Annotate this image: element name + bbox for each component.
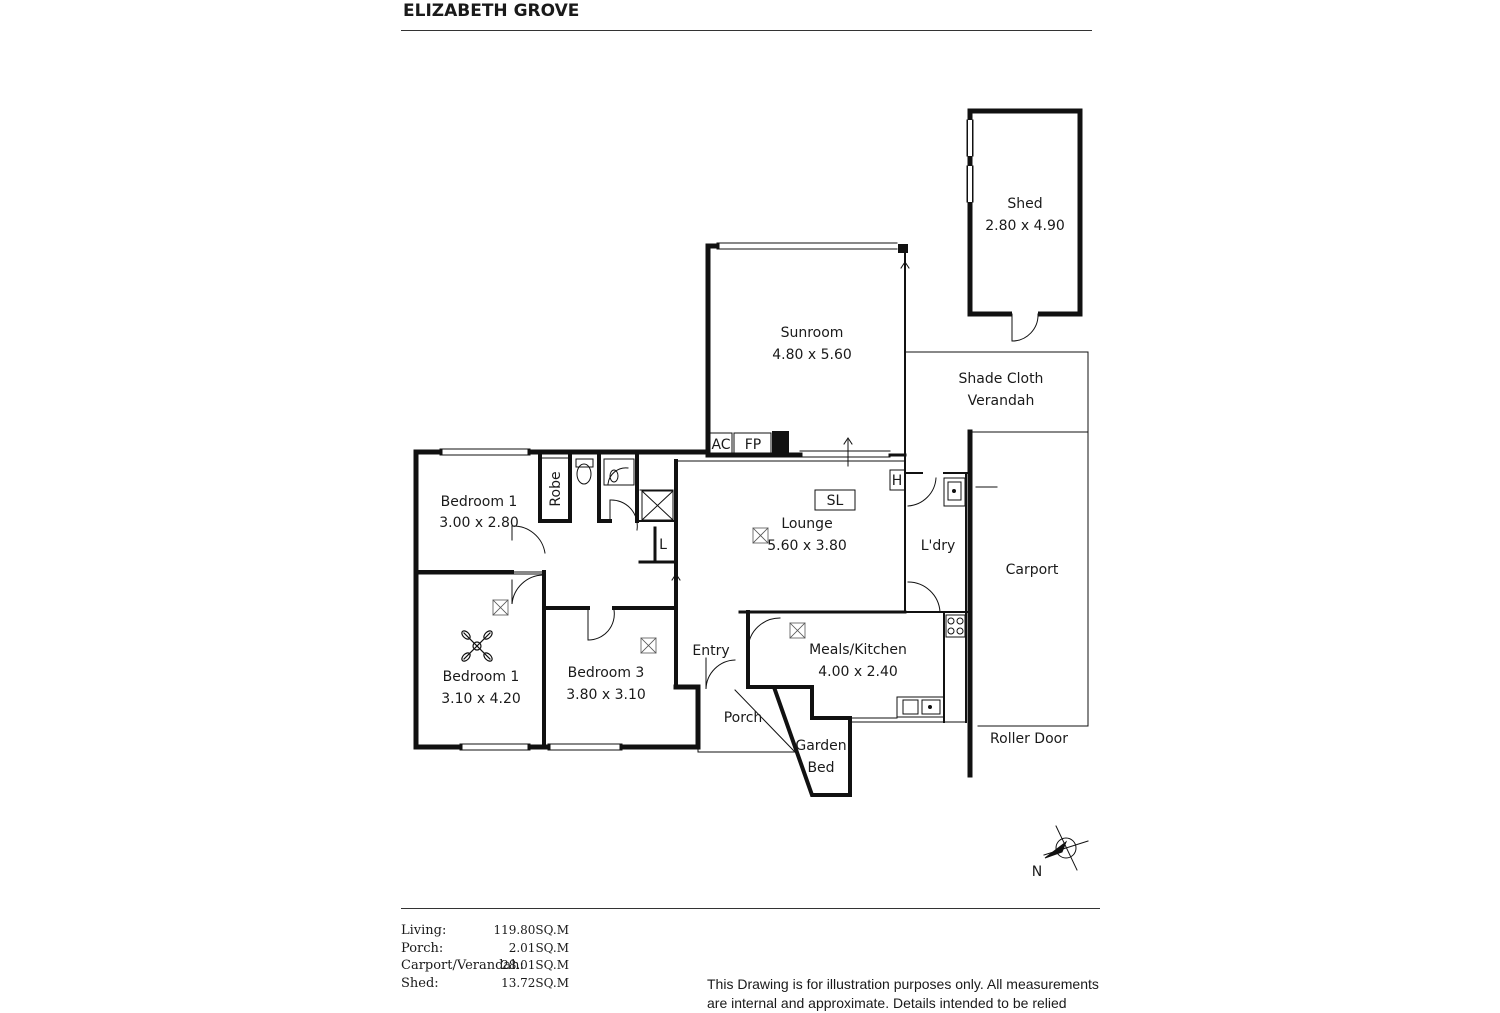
compass-north-label: N bbox=[1032, 864, 1042, 880]
lounge-size: 5.60 x 3.80 bbox=[767, 538, 847, 554]
shed-name: Shed bbox=[1007, 196, 1042, 212]
area-label: Carport/Verandah: bbox=[401, 958, 524, 973]
bedroom3-size: 3.80 x 3.10 bbox=[566, 687, 646, 703]
shed-size: 2.80 x 4.90 bbox=[985, 218, 1065, 234]
porch-label: Porch bbox=[724, 710, 763, 726]
bedroom3-name: Bedroom 3 bbox=[568, 665, 645, 681]
fp-label: FP bbox=[745, 437, 762, 453]
room-labels: Shed 2.80 x 4.90 Sunroom 4.80 x 5.60 Sha… bbox=[439, 196, 1068, 880]
ceiling-fan-icon bbox=[461, 630, 493, 662]
sl-label: SL bbox=[827, 493, 844, 509]
area-label: Porch: bbox=[401, 940, 444, 956]
linen-label: L bbox=[659, 537, 667, 553]
area-value: 2.01SQ.M bbox=[508, 940, 569, 955]
ceiling-light-icons bbox=[492, 527, 806, 654]
area-row-living: Living: 119.80SQ.M bbox=[401, 922, 571, 940]
ac-label: AC bbox=[711, 437, 730, 453]
area-value: 13.72SQ.M bbox=[501, 975, 569, 990]
h-label: H bbox=[892, 473, 903, 489]
sunroom-size: 4.80 x 5.60 bbox=[772, 347, 852, 363]
area-label: Shed: bbox=[401, 975, 439, 991]
interior-walls bbox=[414, 453, 969, 749]
area-row-carport-verandah: Carport/Verandah: 28.01SQ.M bbox=[401, 957, 571, 975]
porch-garden-outline bbox=[697, 687, 852, 797]
bedroom-bottom-name: Bedroom 1 bbox=[443, 669, 520, 685]
lounge-name: Lounge bbox=[781, 516, 832, 532]
meals-kitchen-size: 4.00 x 2.40 bbox=[818, 664, 898, 680]
top-divider bbox=[401, 30, 1092, 31]
carport-label: Carport bbox=[1006, 562, 1059, 578]
bedroom-bottom-size: 3.10 x 4.20 bbox=[441, 691, 521, 707]
area-value: 119.80SQ.M bbox=[493, 923, 569, 937]
shade-cloth-label-1: Shade Cloth bbox=[959, 371, 1044, 387]
shed-walls bbox=[966, 108, 1083, 342]
sunroom-name: Sunroom bbox=[781, 325, 844, 341]
plan-title: ELIZABETH GROVE bbox=[403, 1, 580, 21]
area-value: 28.01SQ.M bbox=[501, 958, 569, 972]
sunroom-walls bbox=[705, 242, 910, 479]
roller-door-label: Roller Door bbox=[990, 731, 1068, 747]
area-row-shed: Shed: 13.72SQ.M bbox=[401, 975, 571, 993]
compass-icon bbox=[1043, 825, 1089, 871]
garden-bed-label-2: Bed bbox=[807, 760, 834, 776]
meals-kitchen-name: Meals/Kitchen bbox=[809, 642, 907, 658]
entry-label: Entry bbox=[692, 643, 729, 659]
garden-bed-label-1: Garden bbox=[795, 738, 846, 754]
bottom-divider bbox=[401, 908, 1100, 909]
disclaimer-text: This Drawing is for illustration purpose… bbox=[707, 976, 1099, 1011]
fixtures bbox=[575, 458, 966, 718]
robe-label: Robe bbox=[548, 471, 564, 506]
bedroom-top-size: 3.00 x 2.80 bbox=[439, 515, 519, 531]
verandah-carport-outline bbox=[905, 351, 1089, 778]
shade-cloth-label-2: Verandah bbox=[968, 393, 1035, 409]
area-summary: Living: 119.80SQ.M Porch: 2.01SQ.M Carpo… bbox=[401, 922, 571, 992]
area-label: Living: bbox=[401, 923, 447, 938]
area-row-porch: Porch: 2.01SQ.M bbox=[401, 940, 571, 958]
bedroom-top-name: Bedroom 1 bbox=[441, 494, 518, 510]
laundry-label: L'dry bbox=[921, 538, 956, 554]
door-swings bbox=[511, 477, 941, 690]
